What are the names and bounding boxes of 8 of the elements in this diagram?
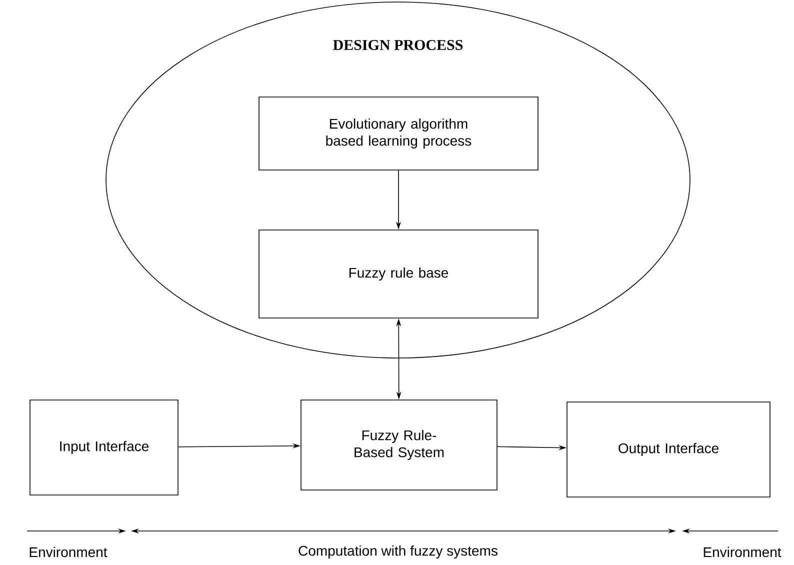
span-label: Computation with fuzzy systems bbox=[298, 545, 498, 559]
process-box: Fuzzy Rule-Based System bbox=[300, 400, 498, 490]
process-box: Fuzzy rule base bbox=[258, 230, 538, 318]
process-box: Output Interface bbox=[566, 402, 770, 498]
process-box: Evolutionary algorithm based learning process bbox=[258, 96, 538, 170]
span-label: Environment bbox=[704, 546, 782, 558]
process-box: Input Interface bbox=[30, 400, 178, 496]
span-label: Environment bbox=[30, 546, 108, 558]
